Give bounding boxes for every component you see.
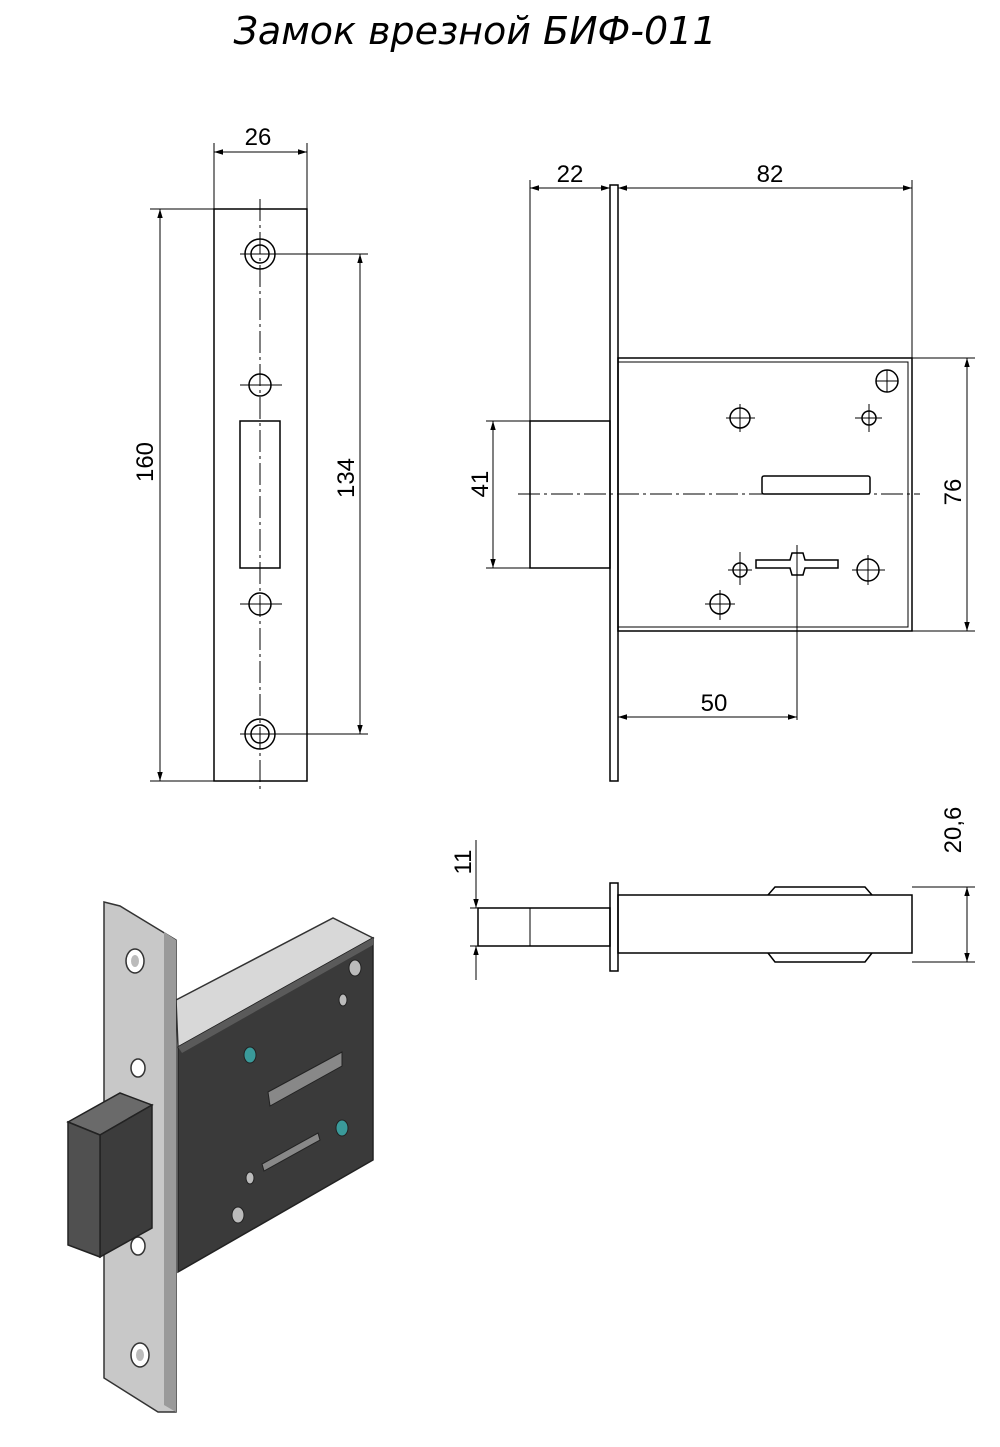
latch-3d (267, 1051, 343, 1107)
dim-key-distance: 50 (701, 690, 728, 717)
dim-case-thickness: 20,6 (940, 807, 967, 854)
side-view: 22 82 41 76 50 (467, 161, 975, 782)
case-hole-3 (875, 369, 899, 393)
lock-3d-render (66, 901, 375, 1413)
faceplate-hole-upper (240, 373, 282, 397)
dim-bolt-offset: 41 (467, 471, 494, 498)
case-hole-5 (852, 555, 885, 585)
drawing-title: Замок врезной БИФ-011 (233, 9, 716, 53)
keyhole (755, 545, 839, 720)
faceplate-hole-lower (240, 592, 282, 616)
case-hole-6 (705, 590, 735, 620)
case-hole-2 (855, 404, 882, 432)
bolt-3d-front (67, 1120, 101, 1259)
dim-front-width: 26 (245, 124, 272, 151)
dim-bolt-thickness: 11 (450, 850, 477, 875)
latch-slot (761, 475, 871, 495)
bolt-opening (239, 420, 281, 569)
case-hole-4 (728, 552, 752, 585)
top-case (617, 894, 913, 954)
dim-front-height: 160 (132, 442, 159, 482)
top-view: 11 20,6 (450, 807, 975, 980)
side-faceplate (609, 184, 619, 782)
dim-case-depth: 82 (757, 161, 784, 188)
top-bolt (477, 907, 611, 947)
top-faceplate (609, 882, 619, 972)
case-hole-1 (726, 404, 755, 432)
dim-case-height: 76 (940, 479, 967, 506)
dim-backset: 22 (557, 161, 584, 188)
dim-hole-spacing: 134 (333, 458, 360, 498)
front-view: 26 160 134 (132, 124, 368, 790)
